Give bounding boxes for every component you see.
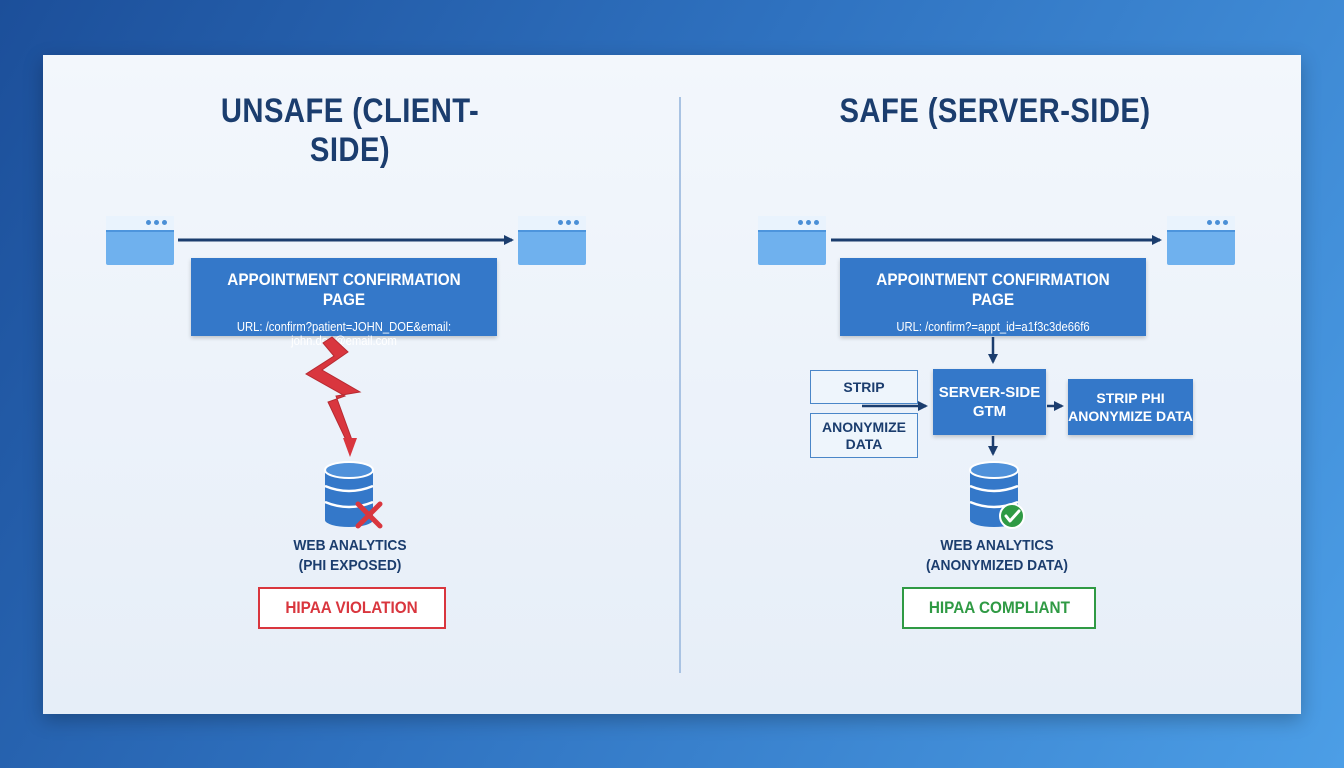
checkmark-icon: [999, 503, 1025, 529]
unsafe-page-url: URL: /confirm?patient=JOHN_DOE&email: jo…: [236, 320, 452, 348]
analytics-label-line: (PHI EXPOSED): [298, 557, 402, 574]
output-box-line: STRIP PHI: [1096, 390, 1165, 406]
safe-page-heading: APPOINTMENT CONFIRMATION PAGE: [876, 270, 1110, 309]
analytics-label-line: (ANONYMIZED DATA): [925, 557, 1069, 574]
anonymize-label-line: ANONYMIZE: [822, 418, 906, 435]
strip-phi-output-box: STRIP PHI ANONYMIZE DATA: [1068, 379, 1193, 435]
safe-page-box: APPOINTMENT CONFIRMATION PAGE URL: /conf…: [840, 258, 1146, 336]
browser-window-icon: [758, 216, 826, 265]
safe-title: SAFE (SERVER-SIDE): [839, 92, 1151, 130]
unsafe-analytics-label: WEB ANALYTICS (PHI EXPOSED): [258, 536, 442, 576]
strip-box: STRIP: [810, 370, 918, 404]
x-mark-icon: [355, 501, 383, 529]
server-box-line: SERVER-SIDE: [938, 384, 1041, 401]
browser-window-icon: [106, 216, 174, 265]
center-divider: [679, 97, 681, 673]
safe-page-url: URL: /confirm?=appt_id=a1f3c3de66f6: [896, 320, 1090, 334]
output-box-line: ANONYMIZE DATA: [1068, 408, 1193, 424]
hipaa-compliant-badge: HIPAA COMPLIANT: [902, 587, 1096, 629]
browser-window-icon: [518, 216, 586, 265]
anonymize-label-line: DATA: [845, 435, 883, 452]
server-side-gtm-box: SERVER-SIDE GTM: [933, 369, 1046, 435]
badge-label: HIPAA VIOLATION: [285, 598, 419, 617]
server-box-line: GTM: [972, 403, 1007, 420]
anonymize-box: ANONYMIZE DATA: [810, 413, 918, 458]
safe-analytics-label: WEB ANALYTICS (ANONYMIZED DATA): [905, 536, 1089, 576]
browser-window-icon: [1167, 216, 1235, 265]
analytics-label-line: WEB ANALYTICS: [293, 537, 407, 554]
badge-label: HIPAA COMPLIANT: [928, 598, 1070, 617]
analytics-label-line: WEB ANALYTICS: [940, 537, 1054, 554]
unsafe-page-heading: APPOINTMENT CONFIRMATION PAGE: [227, 270, 461, 309]
unsafe-page-box: APPOINTMENT CONFIRMATION PAGE URL: /conf…: [191, 258, 497, 348]
database-icon: [324, 461, 374, 527]
hipaa-violation-badge: HIPAA VIOLATION: [258, 587, 446, 629]
strip-label: STRIP: [843, 378, 885, 395]
unsafe-title: UNSAFE (CLIENT-SIDE): [220, 92, 480, 169]
lightning-bolt-icon: [305, 336, 362, 457]
